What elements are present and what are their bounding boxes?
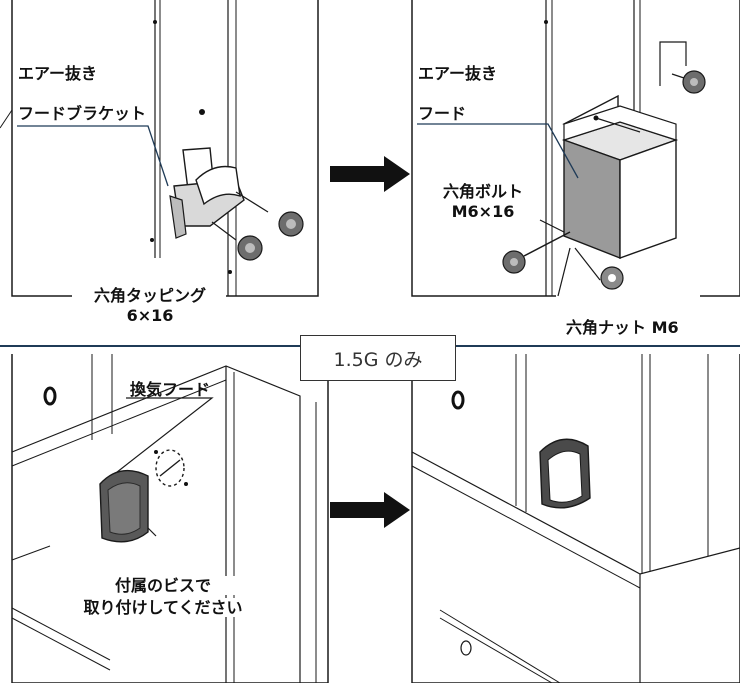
tapping-screw-size: 6×16 bbox=[126, 306, 174, 325]
hex-bolt-size: M6×16 bbox=[451, 202, 515, 221]
hood-bracket-label: フードブラケット bbox=[18, 104, 147, 123]
hex-nut-label: 六角ナット M6 bbox=[566, 318, 679, 337]
panel-top-right bbox=[411, 0, 740, 297]
tapping-screw-label: 六角タッピング bbox=[93, 286, 206, 305]
arrow-top bbox=[330, 156, 410, 192]
model-badge: 1.5G のみ bbox=[300, 335, 456, 381]
air-vent-label-left: エアー抜き bbox=[18, 64, 98, 83]
instruction-line-2: 取り付けしてください bbox=[40, 598, 286, 617]
panel-top-left bbox=[0, 0, 319, 297]
hood-label: フード bbox=[418, 104, 467, 123]
panel-bottom-right bbox=[411, 354, 740, 683]
instruction-line-1: 付属のビスで bbox=[40, 576, 286, 595]
vent-hood-label: 換気フード bbox=[130, 380, 211, 399]
panel-bottom-left bbox=[11, 354, 329, 683]
air-vent-label-right: エアー抜き bbox=[418, 64, 498, 83]
arrow-bottom bbox=[330, 492, 410, 528]
hex-bolt-label: 六角ボルト bbox=[442, 182, 523, 201]
